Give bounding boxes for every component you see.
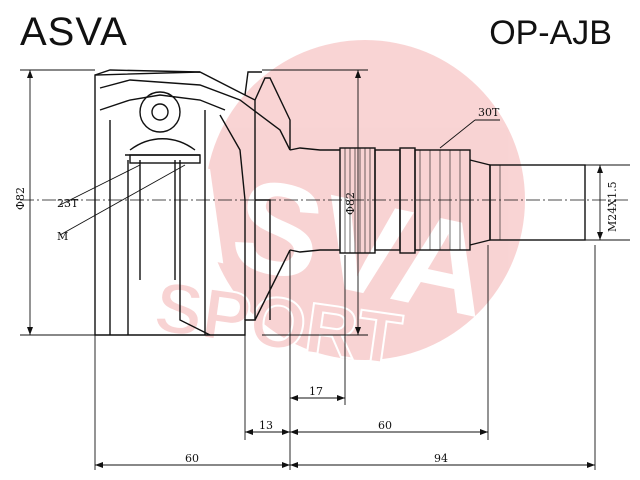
dim-dia-left: Φ82: [14, 187, 27, 210]
dim-13: 13: [259, 419, 273, 432]
dim-94: 94: [434, 452, 448, 465]
dim-thread: M24X1.5: [606, 181, 619, 232]
dim-dia-center: Φ82: [344, 192, 357, 215]
ball-bearing: [139, 91, 181, 133]
part-number: OP-AJB: [489, 14, 612, 52]
dim-60-upper: 60: [378, 419, 392, 432]
brand-logo-text: ASVA: [20, 10, 128, 54]
label-m: M: [57, 230, 68, 243]
dim-17: 17: [309, 385, 323, 398]
watermark: ASVA SPORT: [129, 40, 525, 382]
label-30t: 30T: [478, 106, 500, 119]
dim-60-lower: 60: [185, 452, 199, 465]
label-23t: 23T: [57, 197, 79, 210]
thread-section: [489, 164, 586, 241]
